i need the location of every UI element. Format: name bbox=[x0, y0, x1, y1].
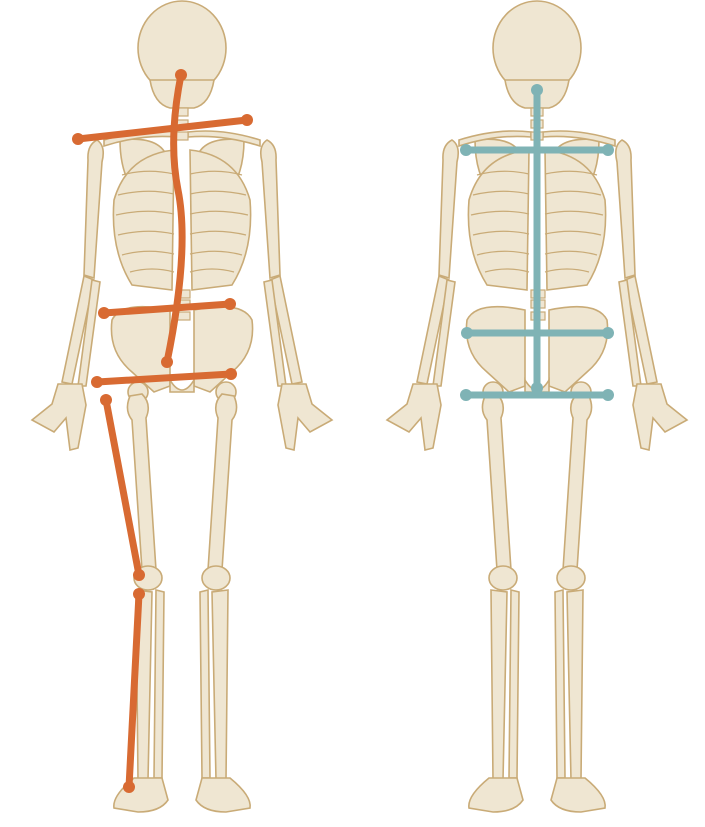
hip-right-dot bbox=[602, 389, 614, 401]
shoulder-right-dot bbox=[602, 144, 614, 156]
pelvis-left-dot bbox=[98, 307, 110, 319]
spine-bottom-dot bbox=[161, 356, 173, 368]
pelvis-right-dot bbox=[602, 327, 614, 339]
spine-top-dot bbox=[531, 84, 543, 96]
femur-bottom-dot bbox=[133, 569, 145, 581]
tibia-top-dot bbox=[133, 588, 145, 600]
shoulder-left-dot bbox=[460, 144, 472, 156]
shoulder-left-dot bbox=[72, 133, 84, 145]
skeleton-misaligned bbox=[32, 1, 332, 812]
tibia-bottom-dot bbox=[123, 781, 135, 793]
pelvis-right-dot bbox=[224, 298, 236, 310]
femur-top-dot bbox=[100, 394, 112, 406]
spine-top-dot bbox=[175, 69, 187, 81]
hip-right-dot bbox=[225, 368, 237, 380]
shoulder-right-dot bbox=[241, 114, 253, 126]
hip-left-dot bbox=[91, 376, 103, 388]
hip-left-dot bbox=[460, 389, 472, 401]
pelvis-left-dot bbox=[461, 327, 473, 339]
